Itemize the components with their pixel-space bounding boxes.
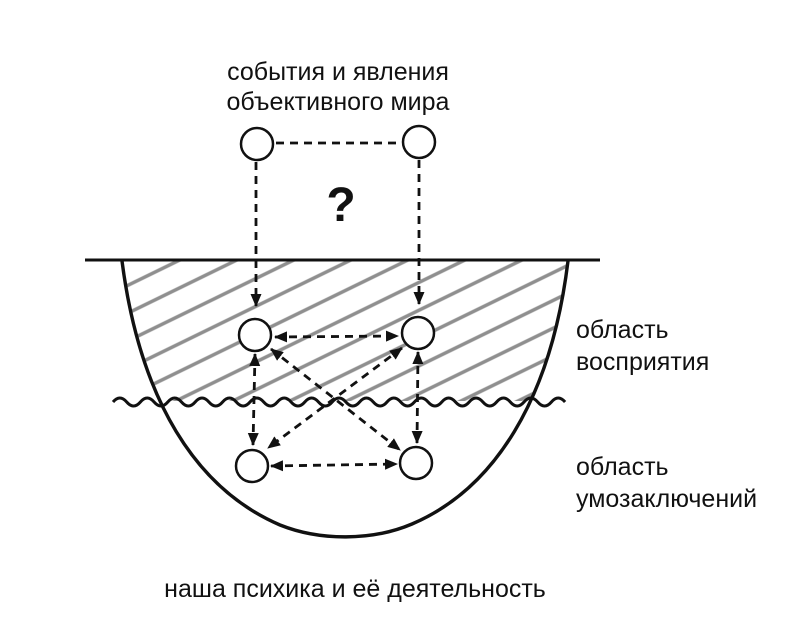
perception-label-line2: восприятия [576, 348, 709, 376]
reasoning-label-line2: умозаключений [576, 485, 757, 513]
top-caption-line2: объективного мира [227, 88, 450, 116]
edge-perception-right-reasoning-right [411, 351, 424, 444]
question-mark: ? [326, 179, 355, 232]
bowl-outline [120, 260, 570, 539]
perception-hatch-area [122, 261, 568, 401]
node-event-right [401, 124, 437, 160]
node-perception-right [400, 315, 436, 351]
node-reasoning-right [398, 445, 434, 481]
node-perception-left [237, 317, 273, 353]
edge-perception-left-perception-right [274, 330, 399, 343]
node-reasoning-left [234, 448, 270, 484]
top-caption-line1: события и явления [227, 58, 449, 86]
reasoning-label-line1: область [576, 453, 669, 481]
edge-reasoning-left-reasoning-right [270, 458, 398, 472]
edge-perception-left-reasoning-left [247, 353, 261, 446]
perception-label-line1: область [576, 316, 669, 344]
node-event-left [239, 126, 275, 162]
bottom-caption: наша психика и её деятельность [164, 575, 546, 603]
